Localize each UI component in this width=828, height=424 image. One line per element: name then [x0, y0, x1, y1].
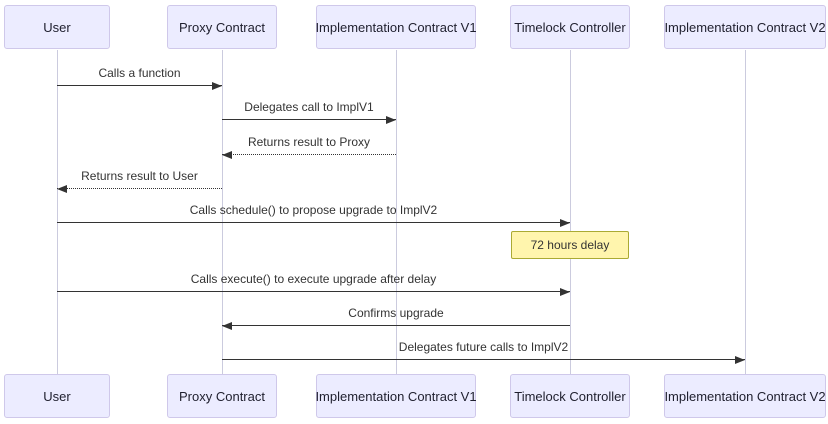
actor-label: Proxy Contract: [179, 388, 265, 404]
arrowhead-icon: [560, 218, 570, 227]
actor-top-implv2: Implementation Contract V2: [664, 5, 826, 49]
actor-bottom-implv2: Implementation Contract V2: [664, 374, 826, 418]
actor-label: Implementation Contract V1: [315, 388, 477, 404]
arrowhead-icon: [735, 355, 745, 364]
message-label: Returns result to Proxy: [247, 135, 371, 149]
message-label: Confirms upgrade: [348, 306, 444, 320]
actor-label: Proxy Contract: [179, 19, 265, 35]
actor-label: User: [43, 388, 71, 404]
message-label: Calls a function: [98, 66, 181, 80]
message-label: Calls schedule() to propose upgrade to I…: [189, 203, 438, 217]
lifeline-proxy: [221, 50, 223, 374]
message-label: Calls execute() to execute upgrade after…: [190, 272, 437, 286]
arrowhead-icon: [212, 81, 222, 90]
actor-label: User: [43, 19, 71, 35]
actor-label: Implementation Contract V1: [315, 19, 477, 35]
arrowhead-icon: [222, 150, 232, 159]
arrowhead-icon: [57, 184, 67, 193]
message-line: [222, 359, 745, 360]
actor-top-implv1: Implementation Contract V1: [315, 5, 477, 49]
message-line: [57, 291, 570, 292]
message-line: [222, 154, 396, 155]
actor-label: Implementation Contract V2: [664, 388, 826, 404]
actor-bottom-proxy: Proxy Contract: [167, 374, 277, 418]
lifeline-implv2: [744, 50, 746, 374]
arrowhead-icon: [386, 115, 396, 124]
lifeline-user: [56, 50, 58, 374]
message-line: [222, 325, 570, 326]
actor-top-proxy: Proxy Contract: [167, 5, 277, 49]
message-label: Delegates call to ImplV1: [244, 100, 374, 114]
lifeline-implv1: [395, 50, 397, 374]
lifeline-timelock: [569, 50, 571, 374]
actor-label: Implementation Contract V2: [664, 19, 826, 35]
arrowhead-icon: [560, 287, 570, 296]
message-label: Delegates future calls to ImplV2: [398, 340, 569, 354]
actor-label: Timelock Controller: [514, 388, 626, 404]
note-delay: 72 hours delay: [511, 231, 629, 259]
actor-bottom-user: User: [4, 374, 110, 418]
arrowhead-icon: [222, 321, 232, 330]
actor-bottom-timelock: Timelock Controller: [510, 374, 630, 418]
message-label: Returns result to User: [81, 169, 198, 183]
message-line: [222, 119, 396, 120]
message-line: [57, 222, 570, 223]
actor-top-user: User: [4, 5, 110, 49]
actor-top-timelock: Timelock Controller: [510, 5, 630, 49]
actor-label: Timelock Controller: [514, 19, 626, 35]
message-line: [57, 85, 222, 86]
message-line: [57, 188, 222, 189]
actor-bottom-implv1: Implementation Contract V1: [315, 374, 477, 418]
